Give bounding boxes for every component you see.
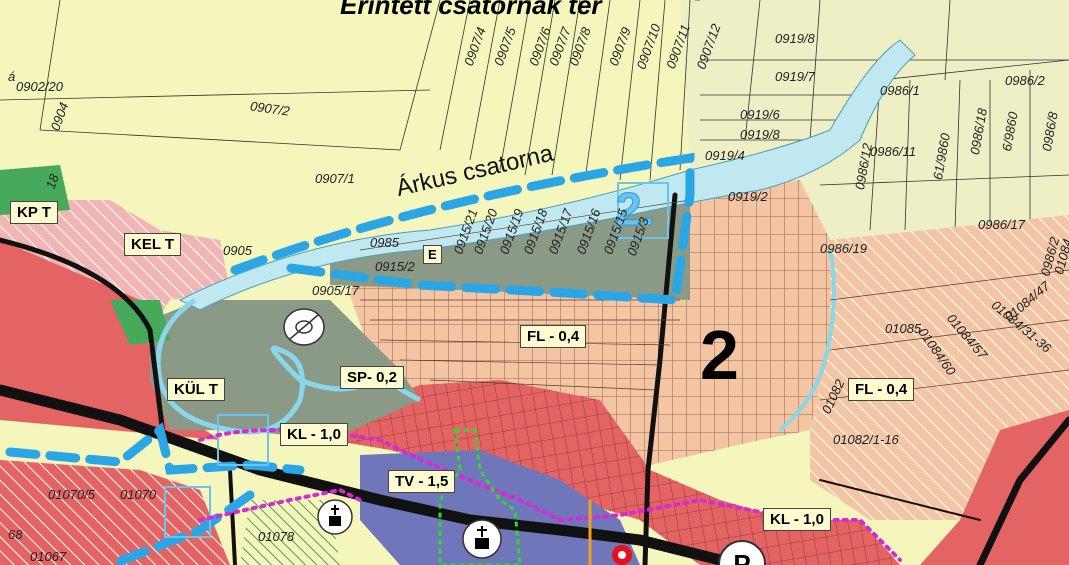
area-2-boundary — [230, 152, 695, 305]
zone-label-kul-t: KÜL T — [167, 378, 225, 401]
left-marker-box — [217, 414, 269, 466]
red-residential-grid — [330, 380, 900, 565]
parcel-label: 01078 — [258, 529, 295, 544]
parcel-label: 01082/1-16 — [833, 432, 899, 447]
parcel-label: 0905/17 — [312, 283, 359, 298]
green-boundary — [438, 428, 522, 565]
residential-hatch-right — [810, 215, 1069, 520]
parcel-label: 0986/1 — [880, 83, 920, 98]
parcel-label: 0919/2 — [728, 189, 768, 204]
parcel-label: 01067 — [30, 549, 67, 564]
agri-parcel-lines — [0, 0, 1069, 231]
zone-label-fl-center: FL - 0,4 — [520, 325, 587, 348]
map-title: Érintett csatornák tér — [340, 0, 602, 20]
magenta-boundary — [198, 428, 902, 562]
area-2-marker-box — [617, 182, 669, 239]
canal-water — [178, 39, 916, 311]
church-icon — [462, 519, 502, 559]
area-2-large-label: 2 — [700, 316, 739, 394]
area-2-blue-label: 2. — [615, 183, 655, 235]
red-residential-right — [920, 410, 1069, 565]
roads — [0, 192, 1069, 565]
zone-label-fl-right: FL - 0,4 — [848, 378, 915, 401]
parcel-label: 01070/5 — [48, 487, 95, 502]
parcel-label: 01070 — [120, 487, 157, 502]
parcel-label: 68 — [8, 527, 23, 542]
parcel-label: á — [8, 69, 16, 84]
zone-label-kp-t: KP T — [10, 201, 58, 224]
parcel-label: 0905 — [223, 243, 252, 258]
parcel-label: 0907/1 — [315, 171, 355, 186]
parcel-label: 0919/8 — [775, 31, 815, 46]
bottom-marker-box — [164, 486, 211, 538]
water-treatment-icon — [283, 308, 325, 346]
parcel-label: 0919/7 — [775, 69, 815, 84]
zone-label-sp: SP- 0,2 — [340, 366, 405, 389]
left-boundary-lower — [105, 490, 255, 565]
red-residential-left — [0, 240, 220, 440]
parcel-label: 0985 — [370, 235, 399, 250]
parcel-label: 0986/19 — [820, 241, 867, 256]
zone-label-e: E — [423, 245, 442, 264]
parcel-label: 0915/2 — [375, 259, 415, 274]
special-zone-kul — [150, 300, 420, 440]
parcel-label: 0919/6 — [740, 107, 780, 122]
green-hatch-bottom — [240, 500, 340, 565]
zone-label-kl-right: KL - 1,0 — [763, 508, 831, 531]
parcel-label: 0919/8 — [740, 127, 780, 142]
green-strip-center — [110, 300, 170, 345]
parcel-label: 01085 — [885, 321, 922, 336]
stream-right — [778, 249, 836, 432]
location-pin-icon — [612, 545, 632, 565]
parking-icon: P — [718, 540, 766, 565]
magenta-boundary-left — [198, 487, 362, 522]
parcel-label: 0902/20 — [16, 79, 63, 94]
parcel-label: 0986/2 — [1005, 73, 1045, 88]
zone-label-kel-t: KEL T — [124, 233, 182, 256]
cemetery-icon — [317, 499, 353, 535]
zone-label-tv: TV - 1,5 — [388, 470, 456, 493]
parcel-label: 0986/11 — [870, 144, 917, 159]
zone-label-kl-left: KL - 1,0 — [280, 423, 348, 446]
parcel-label: 0919/4 — [705, 148, 745, 163]
parcel-label: 0986/17 — [978, 217, 1025, 232]
